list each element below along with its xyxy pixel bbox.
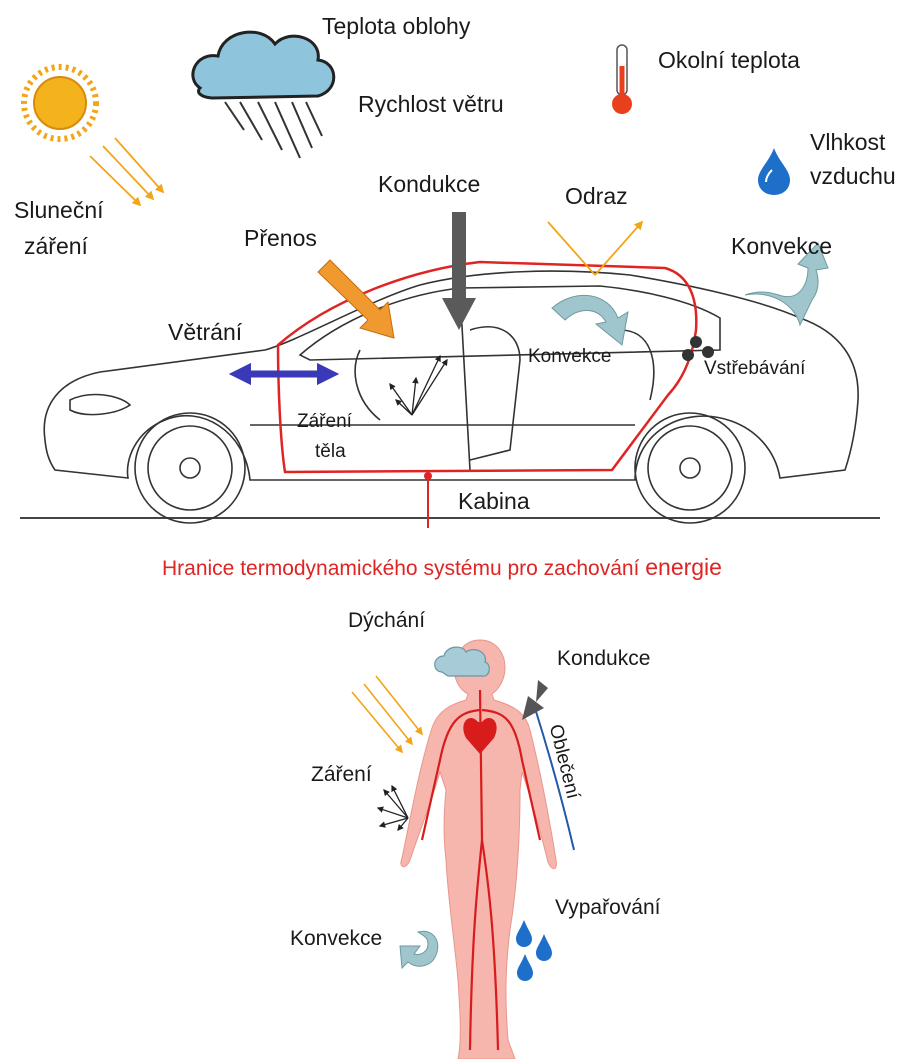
sweat-drops: [516, 920, 552, 981]
label-breathing: Dýchání: [348, 608, 425, 634]
human-body-icon: [401, 640, 574, 1059]
label-convection-body: Konvekce: [290, 926, 382, 952]
body-radiation-arrows: [378, 786, 408, 830]
label-humidity-line2: vzduchu: [810, 162, 896, 191]
label-radiation-body: Záření: [311, 762, 372, 788]
conduction-arrow-body: [522, 680, 548, 720]
label-transfer: Přenos: [244, 224, 317, 253]
cloud-rain-icon: [193, 32, 334, 158]
body-radiation-arrows-car: [390, 356, 447, 415]
label-cabin: Kabina: [458, 487, 530, 516]
label-sky-temperature: Teplota oblohy: [322, 12, 470, 41]
label-system-boundary: Hranice termodynamického systému pro zac…: [162, 553, 722, 582]
label-ventilation: Větrání: [168, 318, 242, 347]
label-reflection: Odraz: [565, 182, 628, 211]
sun-icon: [24, 67, 96, 139]
label-humidity-line1: Vlhkost: [810, 128, 885, 157]
label-absorption: Vstřebávání: [704, 357, 805, 381]
label-convection-outer: Konvekce: [731, 232, 832, 261]
label-evaporation: Vypařování: [555, 895, 660, 921]
convection-arrow-body: [400, 931, 438, 968]
solar-rays: [90, 138, 163, 205]
label-boundary-main: Hranice termodynamického systému pro zac…: [162, 557, 639, 580]
label-body-radiation-line2: těla: [315, 440, 346, 464]
breathing-cloud-icon: [435, 647, 490, 676]
label-body-radiation-line1: Záření: [297, 410, 352, 434]
body-solar-rays: [352, 676, 422, 752]
thermometer-icon: [612, 45, 632, 114]
conduction-arrow-car: [442, 212, 476, 330]
label-wind-speed: Rychlost větru: [358, 90, 504, 119]
convection-arrow-cabin: [552, 295, 628, 345]
droplet-icon: [758, 148, 790, 195]
label-boundary-emph: energie: [645, 554, 722, 580]
label-solar-line2: záření: [24, 232, 88, 261]
label-convection-cabin: Konvekce: [528, 345, 611, 369]
label-ambient-temperature: Okolní teplota: [658, 46, 800, 75]
label-conduction-car: Kondukce: [378, 170, 480, 199]
label-solar-line1: Sluneční: [14, 196, 104, 225]
label-conduction-body: Kondukce: [557, 646, 650, 672]
